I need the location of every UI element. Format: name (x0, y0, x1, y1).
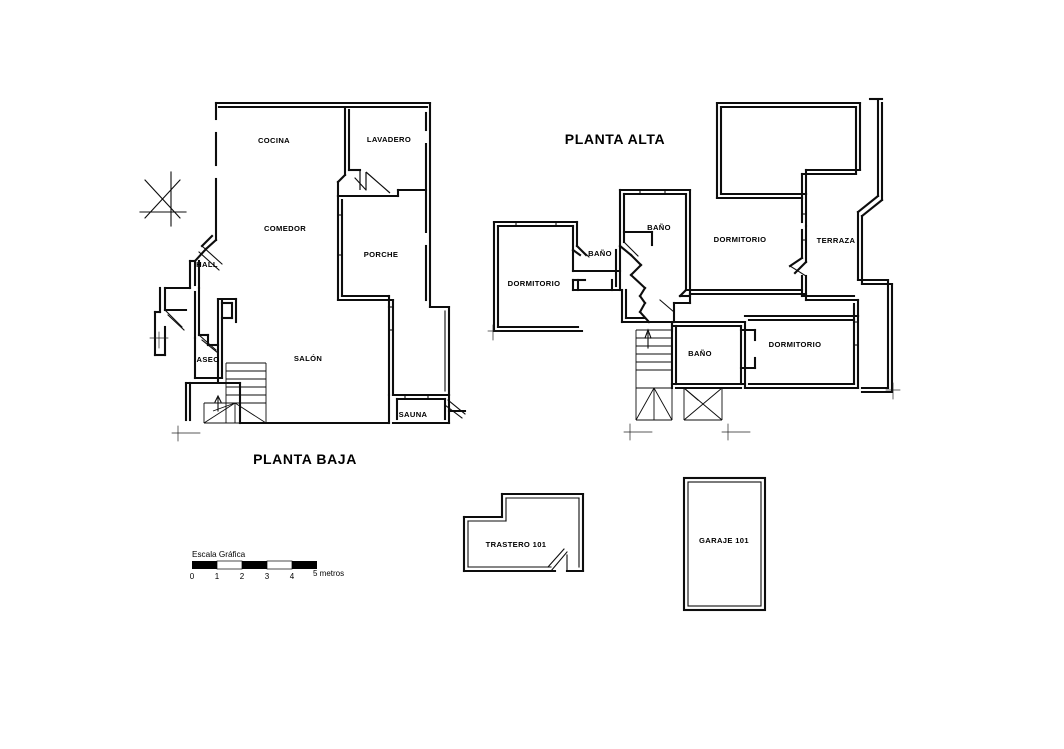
gf-left-wall-hall (153, 234, 223, 357)
uf-label-terraza: TERRAZA (817, 236, 856, 245)
scale-unit-label: 5 metros (313, 569, 344, 578)
uf-right-outer-walls (856, 97, 894, 394)
uf-label-dormitorio-1: DORMITORIO (508, 279, 561, 288)
scale-segment-4 (292, 561, 317, 569)
scale-segment-1 (216, 560, 243, 570)
scale-tick-4: 4 (290, 572, 295, 581)
gf-label-sauna: SAUNA (399, 410, 428, 419)
storage-unit-plan: TRASTERO 101 (462, 492, 585, 573)
storage-unit-label: TRASTERO 101 (486, 540, 547, 549)
upper-floor-title: PLANTA ALTA (565, 131, 665, 147)
gf-label-aseo: ASEO (197, 355, 220, 364)
uf-mid-bath-walls (618, 188, 692, 296)
uf-top-block-walls (715, 101, 862, 200)
uf-terrace-walls (788, 192, 860, 302)
gf-hall-aseo-walls (184, 286, 242, 422)
reference-cross-marker (139, 171, 187, 227)
scale-segment-0 (192, 561, 217, 569)
ground-floor-plan: COCINA LAVADERO COMEDOR PORCHE HALL ASEO… (149, 101, 467, 467)
gf-outer-walls (214, 101, 432, 309)
uf-dimension-ticks (623, 382, 901, 441)
ground-floor-title: PLANTA BAJA (253, 451, 357, 467)
gf-label-comedor: COMEDOR (264, 224, 306, 233)
uf-label-dormitorio-3: DORMITORIO (769, 340, 822, 349)
uf-label-bano-2: BAÑO (647, 223, 671, 232)
garage-unit-plan: GARAJE 101 (682, 476, 767, 612)
uf-label-bano-3: BAÑO (688, 349, 712, 358)
scale-bar-segments (192, 560, 317, 570)
scale-bar-caption: Escala Gráfica (192, 550, 246, 559)
gf-dining-porch-partition (336, 194, 395, 397)
gf-label-lavadero: LAVADERO (367, 135, 411, 144)
uf-left-bedroom-walls (487, 220, 584, 341)
scale-tick-1: 1 (215, 572, 220, 581)
uf-right-bedroom-walls (743, 298, 860, 390)
gf-staircase (203, 362, 267, 424)
gf-dimension-ticks (149, 331, 201, 442)
scale-tick-0: 0 (190, 572, 195, 581)
uf-landing-walls (620, 253, 808, 333)
gf-kitchen-laundry-partition (336, 105, 428, 198)
gf-label-porche: PORCHE (364, 250, 399, 259)
scale-segment-3 (266, 560, 293, 570)
uf-staircase (635, 328, 723, 421)
uf-small-bath-walls (571, 220, 624, 292)
gf-label-hall: HALL (196, 260, 218, 269)
scale-tick-2: 2 (240, 572, 245, 581)
uf-lower-bath-walls (670, 320, 757, 390)
garage-unit-label: GARAJE 101 (699, 536, 749, 545)
gf-salon-walls (238, 381, 467, 425)
upper-floor-plan: DORMITORIO BAÑO BAÑO DORMITORIO TERRAZA … (487, 97, 901, 441)
scale-segment-2 (242, 561, 267, 569)
gf-label-cocina: COCINA (258, 136, 290, 145)
uf-label-dormitorio-2: DORMITORIO (714, 235, 767, 244)
uf-label-bano-1: BAÑO (588, 249, 612, 258)
gf-porch-right-wall (428, 305, 451, 397)
gf-label-salon: SALÓN (294, 354, 322, 363)
scale-bar: Escala Gráfica 0 1 2 3 4 5 metros (190, 550, 344, 581)
scale-tick-3: 3 (265, 572, 270, 581)
